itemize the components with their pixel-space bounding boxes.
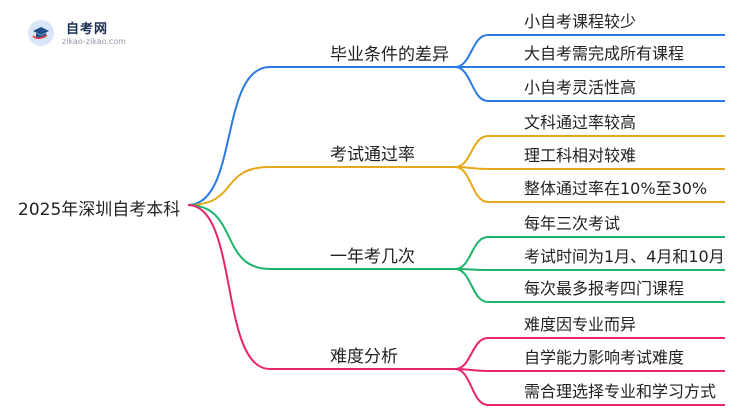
branch-node-label[interactable]: 难度分析 [330, 347, 398, 367]
leaf-node-label[interactable]: 自学能力影响考试难度 [524, 348, 684, 367]
branch-node-label[interactable]: 考试通过率 [330, 145, 415, 165]
leaf-node-label[interactable]: 文科通过率较高 [524, 113, 636, 132]
branch-leaf-connector [454, 268, 489, 303]
branch-node-label[interactable]: 毕业条件的差异 [330, 45, 449, 65]
leaf-node-label[interactable]: 整体通过率在10%至30% [524, 179, 707, 198]
leaf-node-label[interactable]: 每年三次考试 [524, 214, 620, 233]
branch-node-label[interactable]: 一年考几次 [330, 247, 415, 267]
leaf-node-label[interactable]: 小自考灵活性高 [524, 78, 636, 97]
root-branch-connector [187, 204, 271, 370]
graduation-cap-icon [32, 27, 49, 40]
root-branch-connector [187, 166, 271, 206]
branch-leaf-connector [454, 135, 489, 168]
leaf-node-label[interactable]: 每次最多报考四门课程 [524, 279, 684, 298]
root-branch-connector [187, 66, 271, 206]
branch-leaf-connector [454, 166, 489, 203]
branch-leaf-connector [454, 337, 489, 370]
branch-leaf-connector [454, 34, 489, 68]
branch-leaf-connector [454, 66, 489, 102]
branch-leaf-connector [454, 236, 489, 270]
leaf-node-label[interactable]: 考试时间为1月、4月和10月 [524, 247, 725, 266]
logo-url: zikao-zikao.com [62, 37, 126, 46]
site-logo[interactable]: 自考网 zikao-zikao.com [28, 14, 158, 54]
leaf-node-label[interactable]: 大自考需完成所有课程 [524, 44, 684, 63]
logo-badge [28, 20, 54, 46]
root-branch-connector [187, 204, 271, 270]
leaf-node-label[interactable]: 理工科相对较难 [524, 146, 636, 165]
root-node-label: 2025年深圳自考本科 [18, 200, 180, 220]
leaf-node-label[interactable]: 小自考课程较少 [524, 12, 636, 31]
leaf-node-label[interactable]: 难度因专业而异 [524, 315, 636, 334]
logo-name: 自考网 [66, 22, 109, 37]
branch-leaf-connector [454, 368, 489, 406]
leaf-node-label[interactable]: 需合理选择专业和学习方式 [524, 382, 716, 401]
